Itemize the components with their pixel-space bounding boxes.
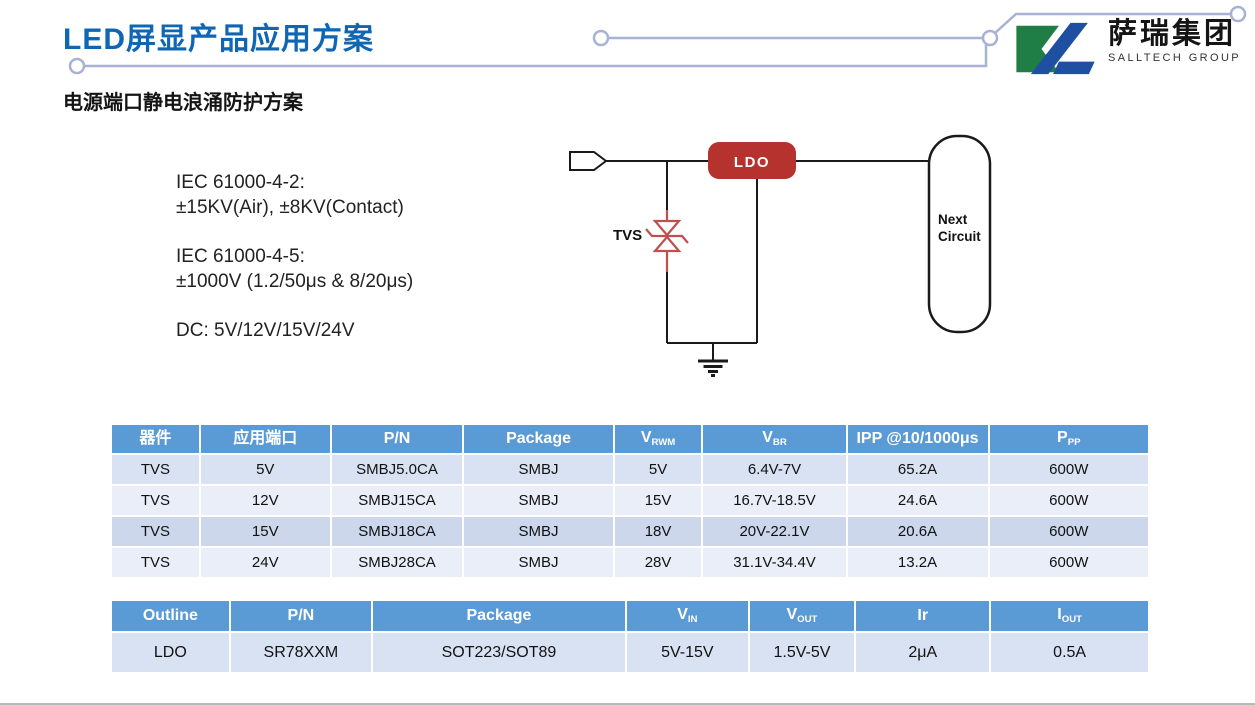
cell: SMBJ18CA xyxy=(331,517,463,546)
cell: SMBJ xyxy=(464,455,613,484)
cell: 18V xyxy=(614,517,702,546)
tvs-diode-symbol xyxy=(645,210,689,272)
th-package: Package xyxy=(464,425,613,453)
cell: 31.1V-34.4V xyxy=(703,548,846,577)
logo: 萨瑞集团 SALLTECH GROUP xyxy=(1012,18,1241,78)
iec-61000-4-2-value: ±15KV(Air), ±8KV(Contact) xyxy=(176,197,404,218)
input-connector xyxy=(569,151,608,171)
table-row: TVS 5V SMBJ5.0CA SMBJ 5V 6.4V-7V 65.2A 6… xyxy=(112,455,1148,484)
deco-node-icon xyxy=(68,57,86,75)
tvs-table-header-row: 器件 应用端口 P/N Package VRWM VBR IPP @10/100… xyxy=(112,425,1148,453)
cell: 600W xyxy=(989,486,1148,515)
cell: 28V xyxy=(614,548,702,577)
cell: TVS xyxy=(112,548,199,577)
th-iout: IOUT xyxy=(991,601,1148,631)
cell: SR78XXM xyxy=(230,633,372,672)
th-ipp: IPP @10/1000μs xyxy=(847,425,988,453)
cell: SMBJ5.0CA xyxy=(331,455,463,484)
th-application-port: 应用端口 xyxy=(200,425,330,453)
cell: SOT223/SOT89 xyxy=(373,633,625,672)
cell: 1.5V-5V xyxy=(749,633,855,672)
th-ppp: PPP xyxy=(989,425,1148,453)
dc-voltage-line: DC: 5V/12V/15V/24V xyxy=(176,320,355,341)
iec-61000-4-5-value: ±1000V (1.2/50μs & 8/20μs) xyxy=(176,271,414,292)
th-vrwm: VRWM xyxy=(614,425,702,453)
cell: SMBJ15CA xyxy=(331,486,463,515)
cell: 5V xyxy=(200,455,330,484)
th-outline: Outline xyxy=(112,601,229,631)
cell: 16.7V-18.5V xyxy=(703,486,846,515)
ldo-box xyxy=(708,142,796,179)
th-device: 器件 xyxy=(112,425,199,453)
cell: 6.4V-7V xyxy=(703,455,846,484)
th-vout: VOUT xyxy=(749,601,855,631)
th-vbr: VBR xyxy=(703,425,846,453)
cell: SMBJ xyxy=(464,548,613,577)
ground-icon xyxy=(698,359,728,377)
th-pn: P/N xyxy=(230,601,372,631)
cell: SMBJ xyxy=(464,517,613,546)
table-row: TVS 15V SMBJ18CA SMBJ 18V 20V-22.1V 20.6… xyxy=(112,517,1148,546)
th-package: Package xyxy=(373,601,625,631)
company-logo-icon xyxy=(1016,22,1095,75)
logo-name-en: SALLTECH GROUP xyxy=(1108,52,1242,65)
ldo-table-header-row: Outline P/N Package VIN VOUT Ir IOUT xyxy=(112,601,1148,631)
ldo-table: Outline P/N Package VIN VOUT Ir IOUT LDO… xyxy=(110,599,1150,674)
cell: 0.5A xyxy=(991,633,1148,672)
cell: TVS xyxy=(112,517,199,546)
page-title: LED屏显产品应用方案 xyxy=(63,23,374,56)
cell: 13.2A xyxy=(847,548,988,577)
cell: 15V xyxy=(614,486,702,515)
section-subtitle: 电源端口静电浪涌防护方案 xyxy=(63,92,303,114)
ldo-label: LDO xyxy=(734,154,770,171)
cell: 20V-22.1V xyxy=(703,517,846,546)
cell: 24V xyxy=(200,548,330,577)
deco-node-icon xyxy=(592,29,610,47)
cell: SMBJ xyxy=(464,486,613,515)
cell: 20.6A xyxy=(847,517,988,546)
logo-text: 萨瑞集团 SALLTECH GROUP xyxy=(1108,18,1241,64)
table-row: TVS 12V SMBJ15CA SMBJ 15V 16.7V-18.5V 24… xyxy=(112,486,1148,515)
table-row: LDO SR78XXM SOT223/SOT89 5V-15V 1.5V-5V … xyxy=(112,633,1148,672)
deco-node-icon xyxy=(981,29,999,47)
tvs-label: TVS xyxy=(613,227,642,244)
th-vin: VIN xyxy=(626,601,748,631)
cell: 600W xyxy=(989,455,1148,484)
cell: 5V-15V xyxy=(626,633,748,672)
cell: TVS xyxy=(112,486,199,515)
cell: 15V xyxy=(200,517,330,546)
next-circuit-label-line1: Next xyxy=(938,212,968,227)
cell: 2μA xyxy=(856,633,990,672)
circuit-diagram: LDO TVS Next Circuit xyxy=(569,134,992,377)
cell: 24.6A xyxy=(847,486,988,515)
next-circuit-label-line2: Circuit xyxy=(938,229,981,244)
tvs-table: 器件 应用端口 P/N Package VRWM VBR IPP @10/100… xyxy=(110,423,1150,579)
cell: 600W xyxy=(989,517,1148,546)
cell: LDO xyxy=(112,633,229,672)
table-row: TVS 24V SMBJ28CA SMBJ 28V 31.1V-34.4V 13… xyxy=(112,548,1148,577)
cell: 65.2A xyxy=(847,455,988,484)
cell: SMBJ28CA xyxy=(331,548,463,577)
cell: 600W xyxy=(989,548,1148,577)
cell: TVS xyxy=(112,455,199,484)
next-circuit-box xyxy=(927,134,992,334)
cell: 5V xyxy=(614,455,702,484)
iec-61000-4-5-title: IEC 61000-4-5: xyxy=(176,246,305,267)
cell: 12V xyxy=(200,486,330,515)
iec-61000-4-2-title: IEC 61000-4-2: xyxy=(176,172,305,193)
logo-name-cn: 萨瑞集团 xyxy=(1108,18,1237,50)
slide-bottom-border xyxy=(0,703,1255,705)
th-ir: Ir xyxy=(856,601,990,631)
th-pn: P/N xyxy=(331,425,463,453)
spec-text-block: IEC 61000-4-2: ±15KV(Air), ±8KV(Contact)… xyxy=(176,170,413,367)
